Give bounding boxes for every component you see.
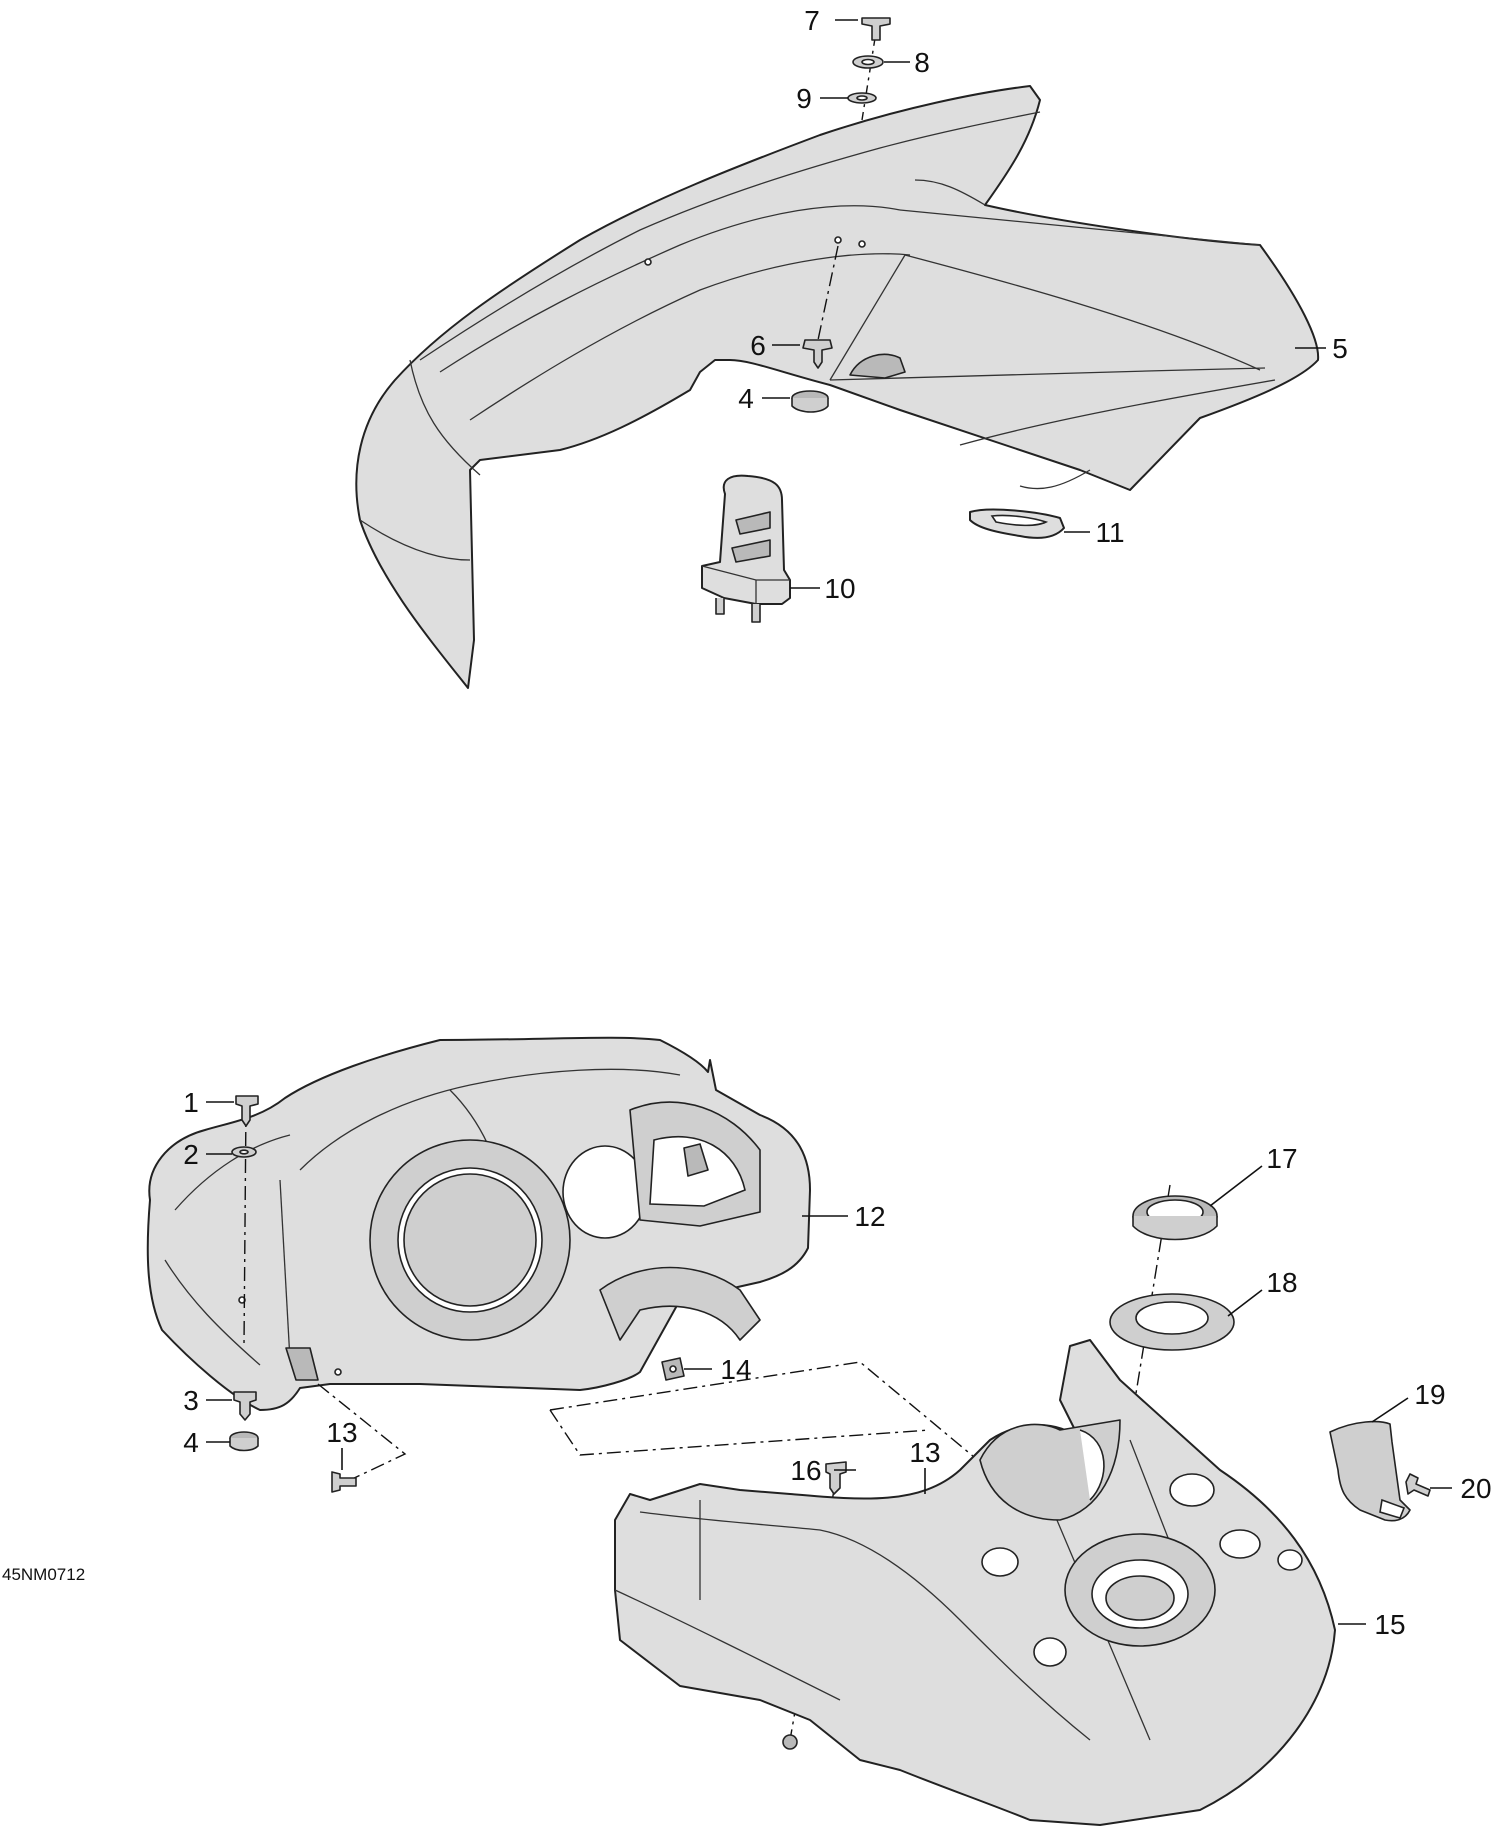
lower-console-part-15 [614,1339,1336,1826]
callout-numbers: 7 8 9 6 4 5 11 10 1 2 12 17 18 14 3 4 13… [183,5,1491,1640]
callout-18: 18 [1266,1267,1297,1298]
clip-part-11 [969,508,1065,539]
grommet-part-4-bottom [229,1431,259,1452]
screw-part-7 [861,17,891,41]
screw-part-13-left [331,1471,357,1493]
leader-lines [206,19,1452,1625]
washer-part-2 [231,1146,257,1158]
drawing-code: 45NM0712 [2,1565,85,1584]
callout-17: 17 [1266,1143,1297,1174]
callout-4-bottom: 4 [183,1427,199,1458]
screw-part-20 [1405,1473,1431,1497]
callout-2: 2 [183,1139,199,1170]
cover-part-19 [1329,1420,1411,1522]
callout-7: 7 [804,5,820,36]
callout-12: 12 [854,1201,885,1232]
callout-16: 16 [790,1455,821,1486]
callout-20: 20 [1460,1473,1491,1504]
callout-1: 1 [183,1087,199,1118]
callout-5: 5 [1332,333,1348,364]
callout-8: 8 [914,47,930,78]
callout-13-left: 13 [326,1417,357,1448]
screw-part-16 [825,1461,847,1495]
ring-nut-part-17 [1132,1195,1218,1241]
callout-4-top: 4 [738,383,754,414]
callout-6: 6 [750,330,766,361]
rivet-part-6 [802,339,833,369]
callout-13-right: 13 [909,1437,940,1468]
gasket-part-18 [1109,1293,1235,1351]
washer-part-8 [852,55,884,69]
callout-9: 9 [796,83,812,114]
clip-nut-part-14 [661,1357,685,1381]
screw-part-1 [235,1095,259,1127]
knob-part-10 [701,474,791,623]
callout-11: 11 [1095,517,1124,548]
callout-14: 14 [720,1354,751,1385]
washer-part-9 [847,92,877,104]
rivet-part-3 [233,1391,257,1421]
callout-3: 3 [183,1385,199,1416]
callout-15: 15 [1374,1609,1405,1640]
grommet-part-4-top [791,390,829,413]
callout-19: 19 [1414,1379,1445,1410]
console-part-12 [146,1036,811,1411]
windshield-part-5 [355,85,1320,1216]
callout-10: 10 [824,573,855,604]
